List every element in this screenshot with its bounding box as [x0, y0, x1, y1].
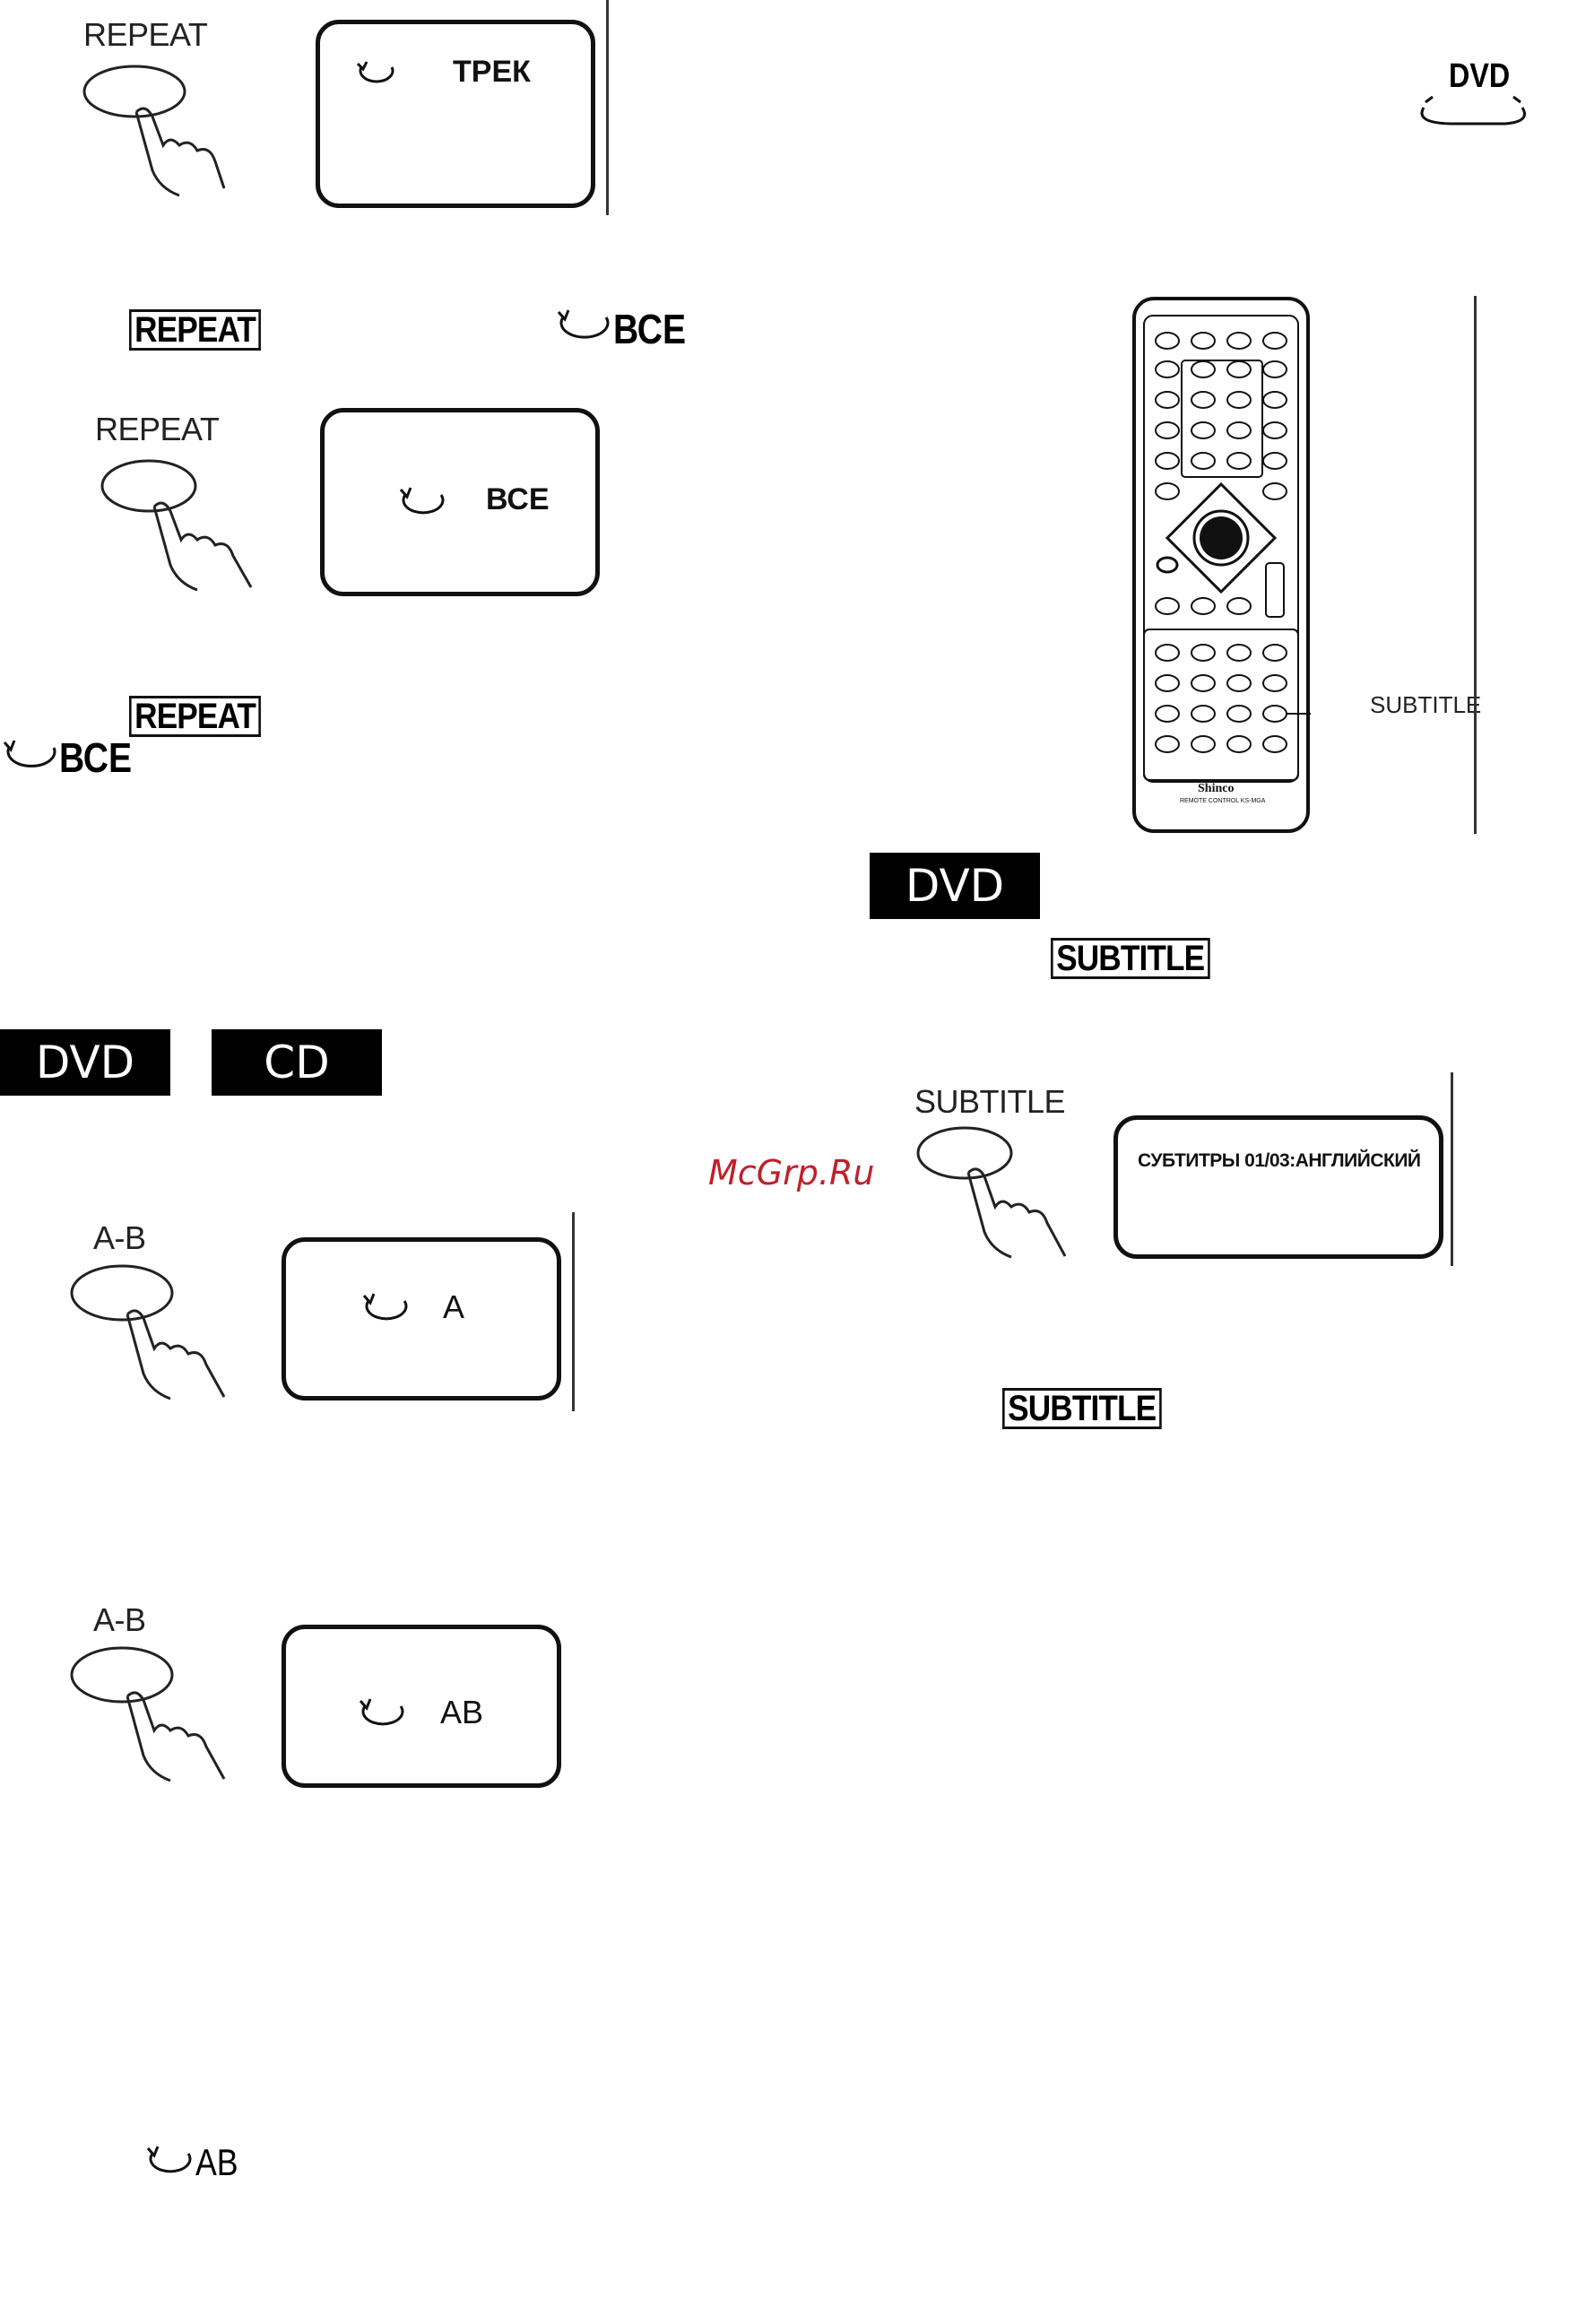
watermark: McGrp.Ru	[708, 1153, 874, 1192]
osd-screen-a: A	[282, 1237, 561, 1400]
format-badge-dvd: DVD	[0, 1029, 170, 1096]
repeat-button-label: REPEAT	[83, 16, 207, 54]
column-divider	[606, 0, 609, 215]
osd-mode-text: A	[443, 1288, 464, 1326]
finger-press-icon	[68, 1644, 247, 1788]
ab-button-label: A-B	[93, 1601, 146, 1639]
column-divider	[1474, 296, 1477, 834]
osd-screen-all: ВСЕ	[320, 408, 600, 596]
repeat-icon	[354, 60, 399, 87]
finger-press-icon	[81, 63, 260, 197]
osd-mode-text: AB	[440, 1694, 483, 1731]
format-badge-dvd: DVD	[870, 853, 1040, 919]
repeat-icon	[356, 1697, 410, 1730]
osd-screen-ab: AB	[282, 1625, 561, 1788]
subtitle-button-label: SUBTITLE	[914, 1083, 1065, 1121]
osd-screen-subtitle: СУБТИТРЫ 01/03:АНГЛИЙСКИЙ	[1113, 1115, 1443, 1259]
repeat-button-label: REPEAT	[95, 411, 219, 448]
finger-press-icon	[99, 457, 278, 592]
repeat-key-inline: REPEAT	[129, 696, 261, 737]
osd-subtitle-text: СУБТИТРЫ 01/03:АНГЛИЙСКИЙ	[1138, 1150, 1421, 1172]
column-divider	[572, 1212, 575, 1411]
finger-press-icon	[68, 1262, 247, 1406]
repeat-mode-inline: ВСЕ	[59, 733, 132, 782]
repeat-key-inline: REPEAT	[129, 309, 261, 351]
osd-screen-track: ТРЕК	[316, 20, 595, 208]
repeat-icon	[360, 1292, 413, 1324]
repeat-icon	[396, 486, 450, 518]
remote-brand: Shinco	[1198, 782, 1234, 796]
osd-mode-text: ТРЕК	[453, 55, 531, 90]
column-divider	[1451, 1072, 1453, 1266]
format-badge-cd: CD	[212, 1029, 382, 1096]
ab-mode-inline: AB	[195, 2141, 238, 2184]
repeat-mode-inline: ВСЕ	[613, 305, 686, 353]
dvd-logo-text: DVD	[1449, 57, 1510, 96]
remote-model: REMOTE CONTROL KS-MGA	[1180, 798, 1265, 804]
repeat-icon	[554, 308, 615, 346]
finger-press-icon	[914, 1126, 1094, 1261]
subtitle-callout-label: SUBTITLE	[1370, 691, 1481, 719]
repeat-icon	[143, 2145, 197, 2179]
ab-button-label: A-B	[93, 1219, 146, 1257]
remote-control	[1131, 296, 1311, 834]
subtitle-key-inline: SUBTITLE	[1002, 1388, 1161, 1429]
repeat-icon	[0, 739, 63, 776]
osd-mode-text: ВСЕ	[486, 482, 550, 517]
subtitle-key-inline: SUBTITLE	[1051, 938, 1209, 979]
